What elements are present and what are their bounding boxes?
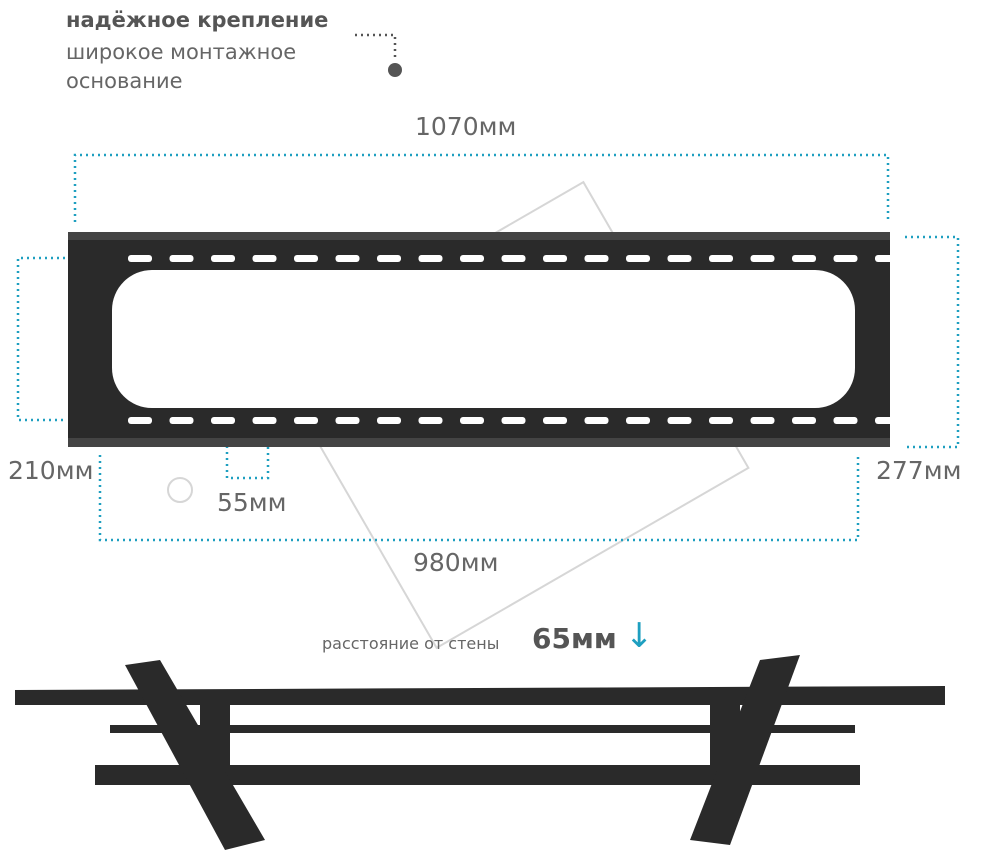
mount-slot [418, 255, 443, 262]
mount-slot [294, 417, 318, 424]
mount-slot [584, 417, 609, 424]
mount-slot [501, 255, 526, 262]
mount-slot [875, 417, 899, 424]
mount-slot [418, 417, 443, 424]
mount-slot [377, 417, 401, 424]
mount-slot [584, 255, 609, 262]
height-left-label: 210мм [8, 456, 94, 485]
mount-slot [501, 417, 526, 424]
mount-slot [128, 417, 152, 424]
mount-slot [709, 417, 733, 424]
mount-slot [833, 417, 858, 424]
mount-slot [543, 417, 567, 424]
mount-slot [335, 417, 360, 424]
mount-slot [128, 255, 152, 262]
height-right-label: 277мм [876, 456, 962, 485]
mount-slot [460, 417, 484, 424]
mount-slot [169, 255, 194, 262]
mount-slot [211, 255, 235, 262]
callout-dot [388, 63, 402, 77]
mount-slot [626, 417, 650, 424]
width-top-label: 1070мм [415, 112, 517, 141]
mount-slot [709, 255, 733, 262]
wall-distance-label: расстояние от стены [322, 634, 500, 653]
feature-title: надёжное крепление [66, 8, 329, 32]
mount-slot [294, 255, 318, 262]
width-bottom-label: 980мм [413, 548, 499, 577]
mount-slot [460, 255, 484, 262]
mount-slot [626, 255, 650, 262]
feature-subtitle: широкое монтажное основание [66, 38, 296, 96]
mount-slot [792, 255, 816, 262]
mount-slot [335, 255, 360, 262]
mount-slot [252, 255, 277, 262]
hole-spacing-label: 55мм [217, 488, 287, 517]
mount-slot [667, 417, 692, 424]
mount-plate-front [68, 232, 899, 447]
mount-slot [792, 417, 816, 424]
wall-distance-value: 65мм [532, 622, 617, 655]
subtitle-line1: широкое монтажное [66, 40, 297, 64]
arrow-down-icon: ↓ [625, 616, 654, 656]
mount-slot [875, 255, 899, 262]
mount-slot [252, 417, 277, 424]
mount-slot [833, 255, 858, 262]
mount-slot [169, 417, 194, 424]
mount-slot [667, 255, 692, 262]
mount-slot [750, 417, 775, 424]
mount-side-view [15, 655, 945, 850]
mount-slot [377, 255, 401, 262]
mount-slot [750, 255, 775, 262]
mount-slot [543, 255, 567, 262]
subtitle-line2: основание [66, 69, 183, 93]
mount-slot [211, 417, 235, 424]
dimension-lines [16, 33, 960, 542]
